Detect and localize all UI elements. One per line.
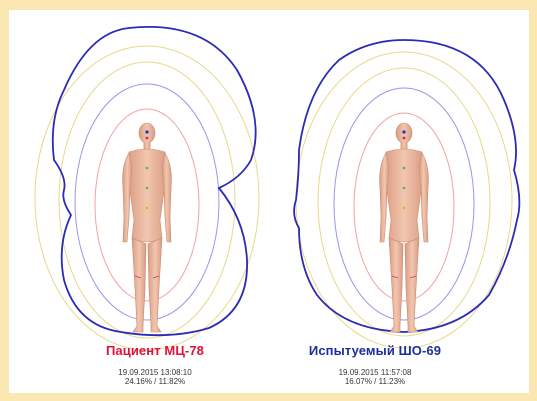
right-percentages: 16.07% / 11.23%	[275, 377, 475, 386]
right-caption: Испытуемый ШО-69 19.09.2015 11:57:08 16.…	[275, 343, 475, 386]
right-subject-title: Испытуемый ШО-69	[275, 343, 475, 358]
comparison-panel: Пациент МЦ-78 19.09.2015 13:08:10 24.16%…	[9, 10, 529, 393]
left-percentages: 24.16% / 11.82%	[55, 377, 255, 386]
left-meta: 19.09.2015 13:08:10 24.16% / 11.82%	[55, 368, 255, 386]
left-datetime: 19.09.2015 13:08:10	[55, 368, 255, 377]
right-datetime: 19.09.2015 11:57:08	[275, 368, 475, 377]
left-caption: Пациент МЦ-78 19.09.2015 13:08:10 24.16%…	[55, 343, 255, 386]
left-subject-title: Пациент МЦ-78	[55, 343, 255, 358]
right-meta: 19.09.2015 11:57:08 16.07% / 11.23%	[275, 368, 475, 386]
right-aura-diagram	[294, 40, 519, 348]
left-aura-diagram	[35, 27, 259, 350]
aura-comparison-graphic	[9, 10, 529, 393]
